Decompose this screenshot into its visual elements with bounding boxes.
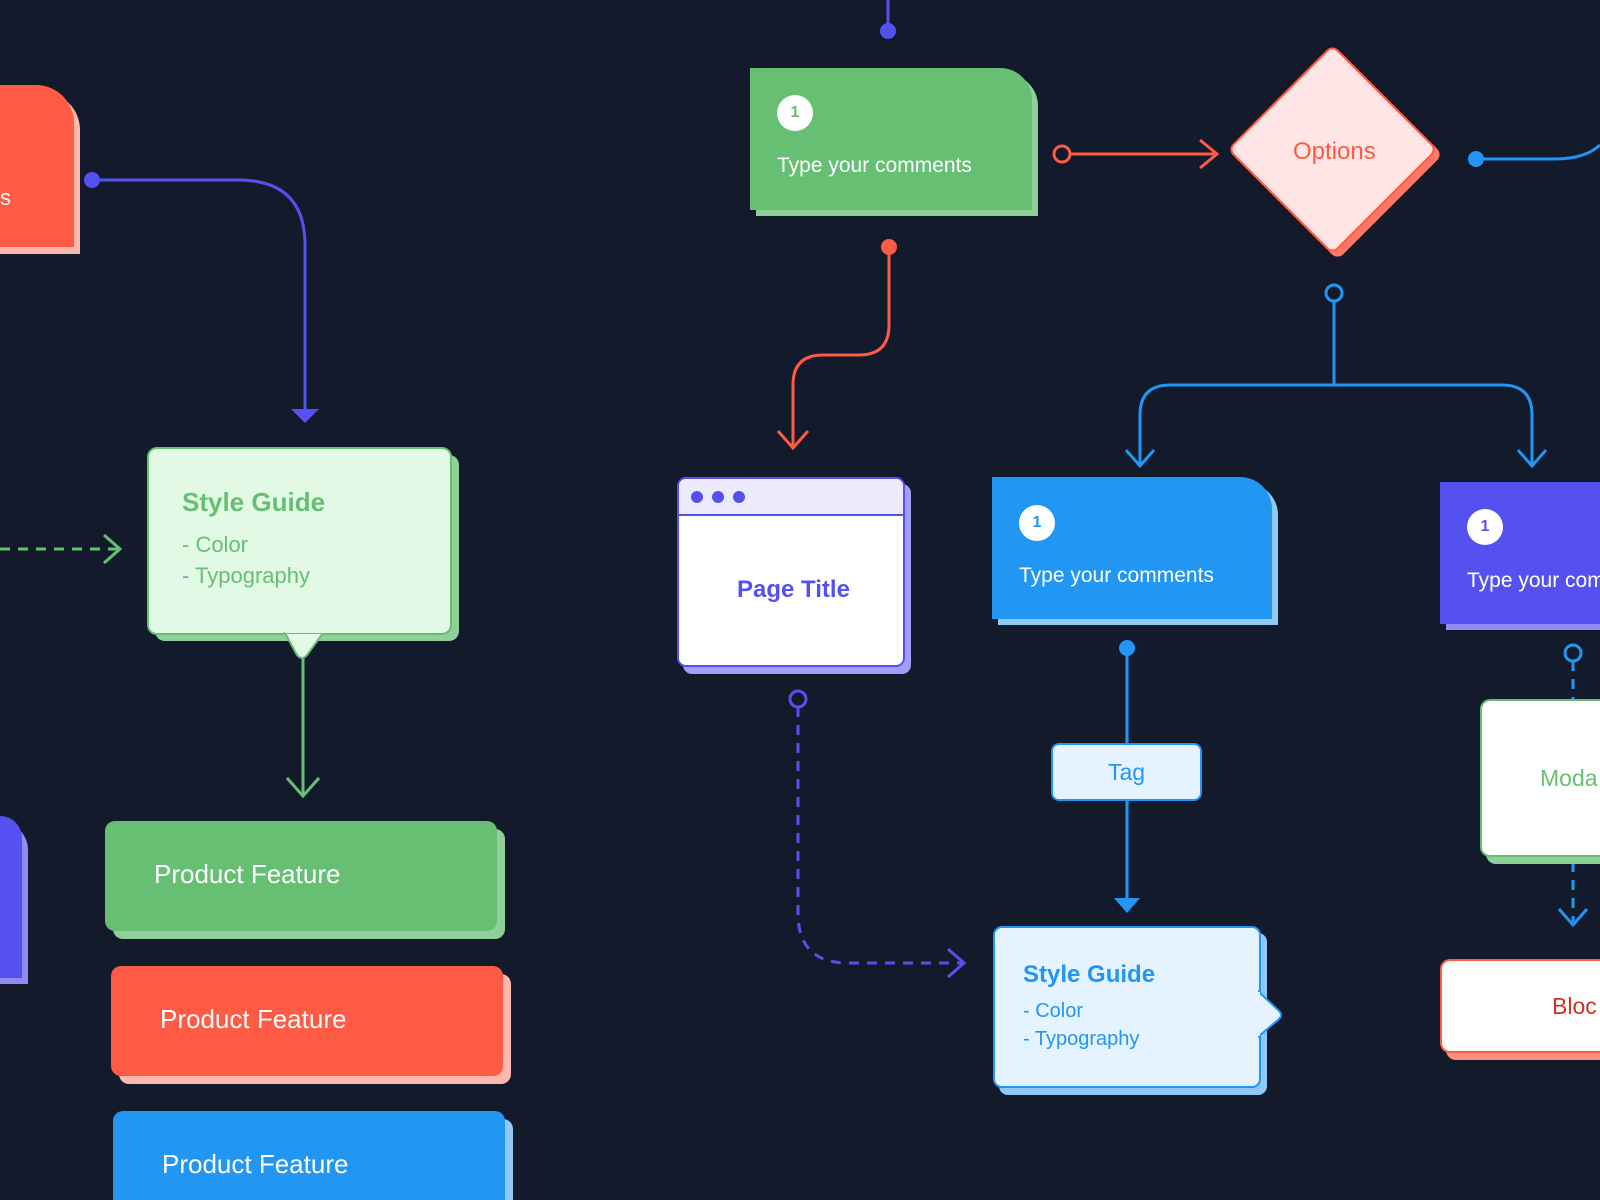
arrowhead-open-down [1516,449,1548,469]
connector-branch-right [1334,383,1534,465]
browser-window[interactable]: Page Title [677,477,905,667]
connector-start-dot [84,172,100,188]
style-guide-blue[interactable]: Style Guide - Color - Typography [993,926,1261,1088]
product-feature-red[interactable]: Product Feature [111,966,503,1076]
tag-label: Tag [1108,759,1146,785]
product-feature-green[interactable]: Product Feature [105,821,497,931]
comment-card-blue-badge: 1 [1019,505,1055,541]
connector-red-card-to-style-guide [92,178,307,410]
product-feature-blue-label: Product Feature [162,1149,349,1179]
connector-start-ring [1563,643,1583,663]
modal-card-label: Moda [1540,765,1598,791]
arrowhead-down [1114,898,1140,913]
connector-options-to-right [1476,143,1600,161]
style-guide-blue-line1: - Color [1023,1000,1084,1022]
product-feature-blue[interactable]: Product Feature [113,1111,505,1200]
browser-dot-icon [733,491,745,503]
arrowhead-open-down [1124,449,1156,469]
comment-card-green-text: Type your comments [777,154,972,177]
connector-branch-left [1138,383,1334,465]
left-red-card-label: s [0,185,11,210]
modal-card[interactable]: Moda [1480,699,1600,857]
left-red-card[interactable]: s [0,85,74,247]
connector-end-dot [880,23,896,39]
arrowhead-open-down [285,777,321,799]
style-guide-blue-title: Style Guide [1023,961,1156,988]
connector-start-ring [1052,144,1072,164]
style-guide-green-line2: - Typography [182,563,311,588]
block-card[interactable]: Bloc [1440,959,1600,1053]
connector-dashed-browser-to-style-guide [796,707,962,965]
connector-start-ring [788,689,808,709]
arrowhead-open-down [776,430,810,451]
arrowhead-down [291,409,319,423]
style-guide-green-pointer [283,631,325,659]
comment-card-indigo-badge: 1 [1467,509,1503,545]
arrowhead-open-right [1199,138,1220,170]
arrowhead-open-down [1557,908,1589,928]
product-feature-green-label: Product Feature [154,859,341,889]
arrowhead-open-right [947,947,967,979]
comment-card-indigo[interactable]: 1 Type your com [1440,482,1600,624]
browser-dot-icon [691,491,703,503]
browser-dot-icon [712,491,724,503]
comment-card-blue-text: Type your comments [1019,564,1214,587]
comment-card-green[interactable]: 1 Type your comments [750,68,1032,210]
style-guide-green[interactable]: Style Guide - Color - Typography [147,447,452,635]
connector-card-to-browser [791,247,891,446]
browser-page-title: Page Title [737,576,850,603]
left-indigo-card[interactable] [0,816,22,978]
connector-start-ring [1324,283,1344,303]
comment-card-blue[interactable]: 1 Type your comments [992,477,1272,619]
tag[interactable]: Tag [1051,743,1202,801]
style-guide-green-line1: - Color [182,532,249,557]
product-feature-red-label: Product Feature [160,1004,347,1034]
arrowhead-open-right [103,533,123,565]
comment-card-green-badge: 1 [777,95,813,131]
style-guide-green-title: Style Guide [182,487,326,517]
comment-card-indigo-text: Type your com [1467,569,1600,592]
style-guide-blue-line2: - Typography [1023,1028,1140,1050]
options-label: Options [1293,138,1376,165]
block-card-label: Bloc [1552,993,1597,1019]
style-guide-blue-pointer [1258,990,1282,1039]
